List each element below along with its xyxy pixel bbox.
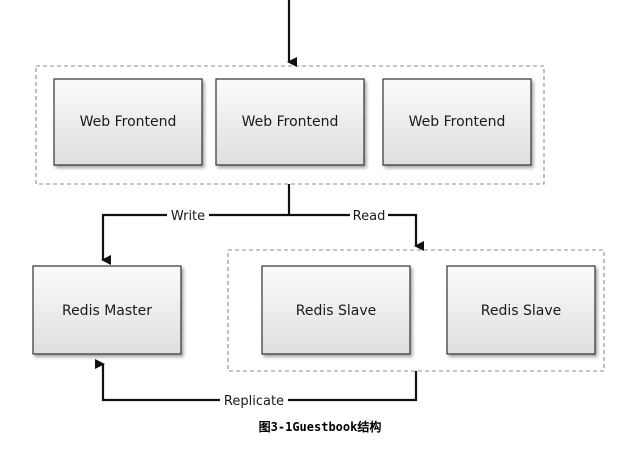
web-frontend-label-3: Web Frontend xyxy=(409,114,506,130)
write-label: Write xyxy=(171,209,205,224)
replicate-label-bg xyxy=(220,392,288,408)
read-edge xyxy=(289,213,424,251)
redis-master-label: Redis Master xyxy=(62,303,152,319)
write-edge xyxy=(101,213,289,265)
redis-slave-node-2: Redis Slave xyxy=(446,265,596,355)
web-frontend-node-2: Web Frontend xyxy=(215,78,365,166)
web-frontend-node-3: Web Frontend xyxy=(382,78,532,166)
redis-slave-label-1: Redis Slave xyxy=(296,303,377,319)
redis-slave-node-1: Redis Slave xyxy=(261,265,411,355)
read-label: Read xyxy=(353,209,386,224)
web-frontend-node-1: Web Frontend xyxy=(53,78,203,166)
replicate-label: Replicate xyxy=(224,394,284,409)
redis-slave-group xyxy=(227,249,605,372)
web-frontend-label-2: Web Frontend xyxy=(242,114,339,130)
figure-caption: 图3-1Guestbook结构 xyxy=(259,419,382,434)
web-frontend-label-1: Web Frontend xyxy=(80,114,177,130)
write-label-bg xyxy=(167,207,209,223)
redis-slave-label-2: Redis Slave xyxy=(481,303,562,319)
redis-master-node: Redis Master xyxy=(32,265,182,355)
read-label-bg xyxy=(350,207,388,223)
